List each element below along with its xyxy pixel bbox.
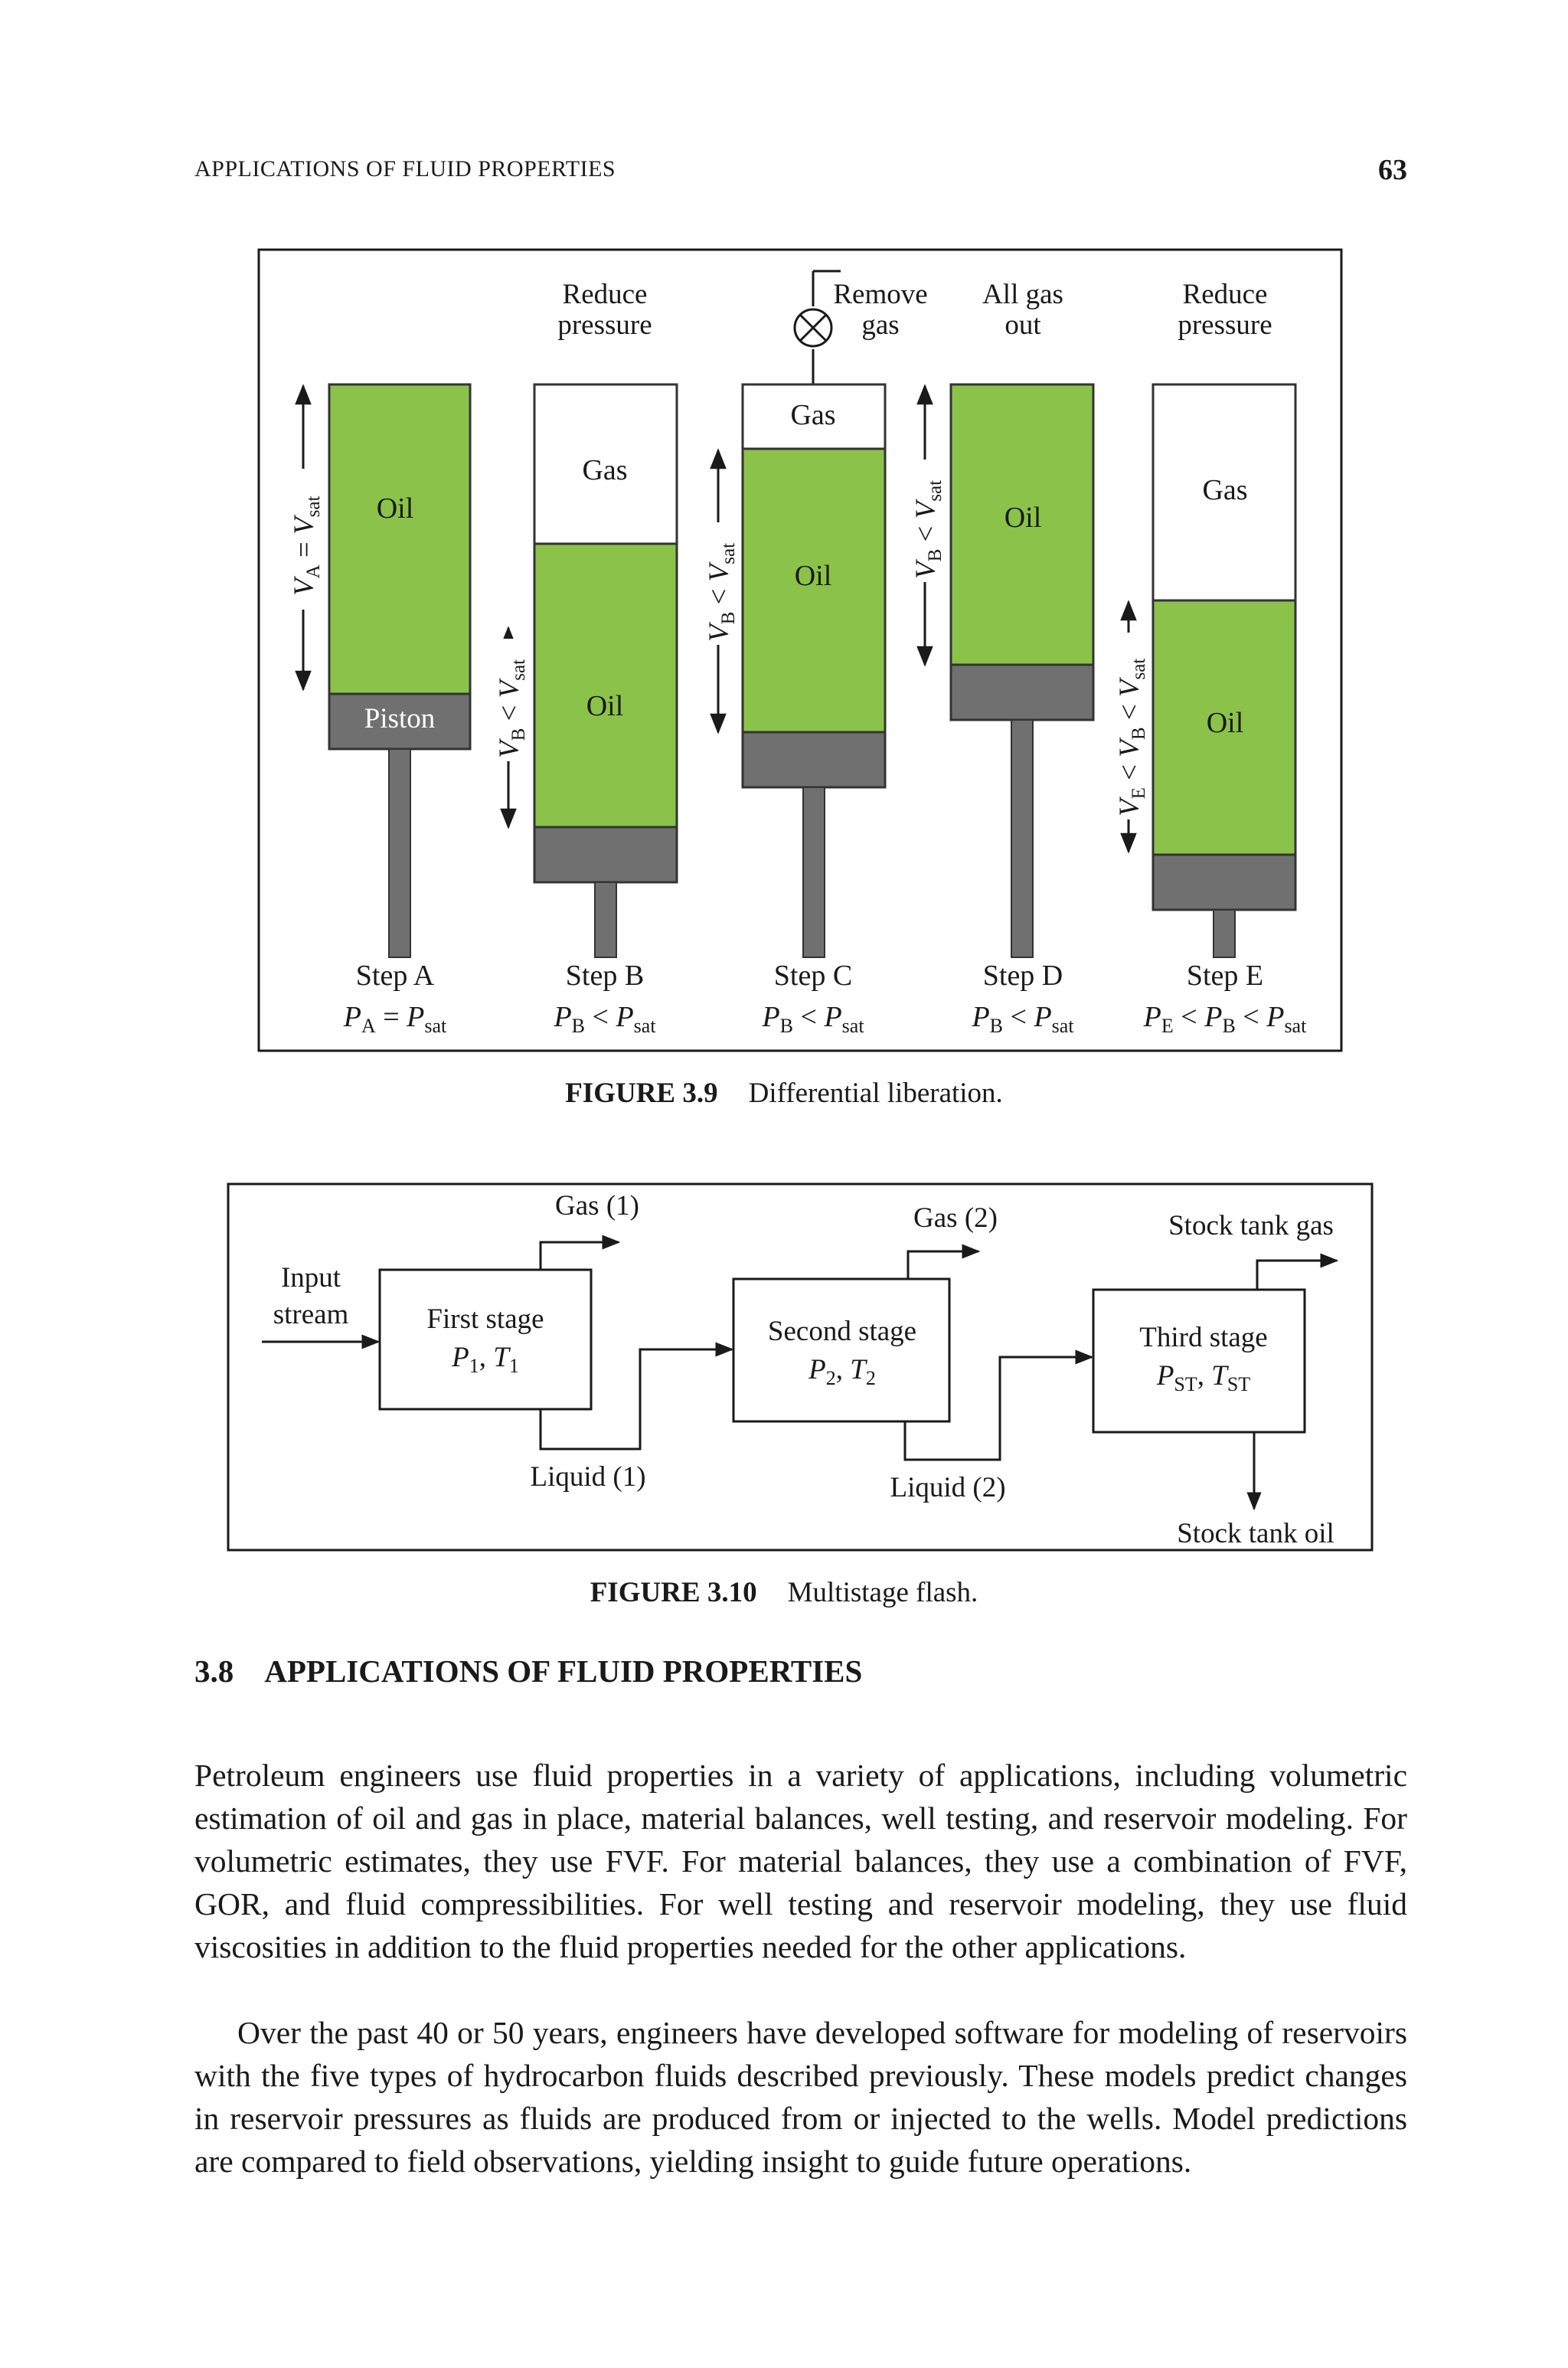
gas-2-line [906, 1244, 981, 1279]
pressure-label-b: PB < Psat [553, 1001, 656, 1037]
reduce-pressure-label: pressure [557, 309, 652, 341]
gas-label: Gas [790, 399, 835, 431]
step-label: Step E [1187, 960, 1263, 992]
piston-rod [1213, 909, 1236, 958]
remove-gas-label: Remove [833, 279, 927, 310]
gas-1-label: Gas (1) [555, 1190, 639, 1222]
figure-3-10-frame [227, 1182, 1374, 1552]
figure-3-10-caption: FIGURE 3.10 Multistage flash. [0, 1576, 1568, 1609]
stock-tank-oil-label: Stock tank oil [1177, 1518, 1334, 1549]
running-title: APPLICATIONS OF FLUID PROPERTIES [194, 156, 616, 182]
reduce-pressure-label: pressure [1178, 309, 1272, 341]
step-label: Step B [566, 960, 644, 992]
first-stage-label: First stage [426, 1303, 544, 1335]
liquid-2-label: Liquid (2) [890, 1472, 1005, 1503]
figure-3-9-frame [257, 248, 1343, 1052]
third-stage-box [1092, 1288, 1306, 1434]
oil-label: Oil [1207, 707, 1244, 739]
second-stage-label: Second stage [768, 1316, 916, 1347]
pressure-label-d: PB < Psat [971, 1001, 1074, 1037]
piston [741, 731, 887, 789]
all-gas-out-label: All gas [982, 279, 1063, 310]
liquid-1-label: Liquid (1) [530, 1461, 645, 1493]
oil-label: Oil [377, 492, 414, 525]
stock-tank-gas-line [1256, 1253, 1339, 1290]
figure-3-9-caption: FIGURE 3.9 Differential liberation. [0, 1077, 1568, 1110]
piston-rod [1011, 719, 1034, 958]
piston [533, 826, 678, 884]
remove-gas-label: gas [861, 309, 899, 341]
piston [328, 692, 472, 751]
first-stage-box [378, 1268, 593, 1411]
step-label: Step C [774, 960, 852, 992]
section-heading: 3.8 APPLICATIONS OF FLUID PROPERTIES [194, 1653, 862, 1689]
caption-label: FIGURE 3.10 [590, 1577, 757, 1608]
volume-label-e: VE < VB < Vsat [1114, 659, 1149, 816]
cylinder-step-d: Oil VB < Vsat [910, 383, 1095, 958]
gas-label: Gas [582, 454, 627, 486]
input-stream-label: stream [273, 1299, 349, 1330]
section-number: 3.8 [194, 1653, 234, 1689]
running-header: APPLICATIONS OF FLUID PROPERTIES 63 [194, 154, 1407, 187]
gas-label: Gas [1202, 474, 1247, 506]
liquid-1-line [539, 1342, 734, 1451]
cylinder-step-e: Gas Oil VE < VB < Vsat [1113, 383, 1297, 958]
figure-3-10-diagram: Input stream First stage P1, T1 Gas (1) … [227, 1182, 1374, 1552]
reduce-pressure-label: Reduce [1183, 279, 1268, 310]
page-number: 63 [1378, 154, 1407, 186]
gas-2-label: Gas (2) [913, 1202, 998, 1234]
oil-label: Oil [1004, 502, 1042, 534]
caption-text: Differential liberation. [748, 1078, 1003, 1109]
stock-tank-gas-label: Stock tank gas [1168, 1210, 1334, 1241]
body-paragraph: Petroleum engineers use fluid properties… [194, 1758, 1407, 1964]
oil-label: Oil [795, 560, 832, 592]
volume-label-d: VB < Vsat [910, 480, 946, 579]
piston-rod [388, 748, 411, 958]
pressure-label-c: PB < Psat [761, 1001, 864, 1037]
section-title: APPLICATIONS OF FLUID PROPERTIES [264, 1653, 863, 1689]
third-stage-conditions: PST, TST [1156, 1360, 1250, 1395]
step-label: Step D [983, 960, 1063, 992]
all-gas-out-label: out [1004, 309, 1041, 341]
liquid-2-line [903, 1349, 1094, 1461]
gas-1-line [539, 1235, 621, 1270]
piston-label: Piston [364, 703, 436, 734]
caption-label: FIGURE 3.9 [565, 1078, 718, 1109]
oil-label: Oil [586, 690, 624, 722]
piston-rod [802, 787, 825, 958]
first-stage-conditions: P1, T1 [451, 1342, 519, 1377]
piston [1152, 853, 1297, 911]
second-stage-box [732, 1277, 951, 1423]
body-paragraph: Over the past 40 or 50 years, engineers … [194, 2015, 1407, 2179]
input-stream-label: Input [281, 1262, 341, 1294]
valve-icon [793, 308, 833, 348]
step-label: Step A [356, 960, 435, 992]
figure-3-9-diagram: Reduce pressure Remove gas All gas out R… [257, 248, 1343, 1052]
volume-label-b: VB < Vsat [494, 659, 529, 758]
cylinder-step-a: Oil Piston VA = Vsat [288, 383, 472, 958]
third-stage-label: Third stage [1139, 1322, 1267, 1353]
pressure-label-a: PA = Psat [343, 1001, 447, 1037]
cylinder-step-c: Gas Oil VB < Vsat [703, 270, 887, 958]
cylinder-step-b: Gas Oil VB < Vsat [493, 383, 678, 958]
volume-label-c: VB < Vsat [704, 543, 739, 642]
reduce-pressure-label: Reduce [563, 279, 648, 310]
pressure-label-e: PE < PB < Psat [1143, 1001, 1307, 1037]
piston-rod [594, 881, 617, 958]
second-stage-conditions: P2, T2 [808, 1354, 876, 1389]
caption-text: Multistage flash. [787, 1577, 978, 1608]
piston [949, 663, 1095, 721]
volume-label-a: VA = Vsat [289, 496, 324, 596]
